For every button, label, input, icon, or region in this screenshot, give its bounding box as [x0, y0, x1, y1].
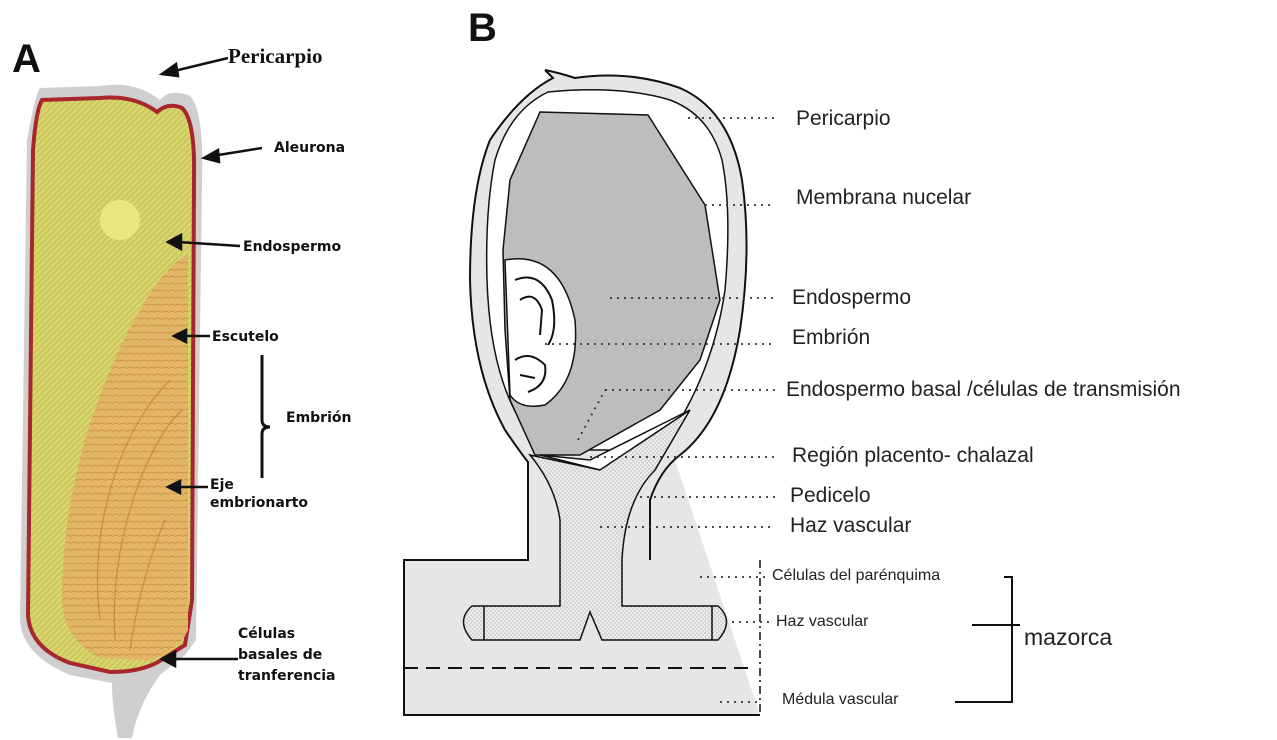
b-label-region: Región placento- chalazal	[792, 444, 1034, 468]
b-label-haz-vascular-2: Haz vascular	[776, 612, 868, 632]
b-label-endospermo: Endospermo	[792, 286, 911, 310]
b-label-pedicelo: Pedicelo	[790, 484, 871, 508]
a-label-celulas-1: Células	[238, 625, 295, 643]
a-label-embrion: Embrión	[286, 409, 351, 427]
endosperm-center	[100, 200, 140, 240]
a-label-escutelo: Escutelo	[212, 328, 279, 346]
b-label-mazorca: mazorca	[1024, 624, 1112, 651]
b-label-embrion: Embrión	[792, 326, 870, 350]
a-label-celulas-2: basales de	[238, 646, 322, 664]
b-label-membrana: Membrana nucelar	[796, 186, 971, 210]
a-label-endospermo: Endospermo	[243, 238, 341, 256]
a-label-eje-2: embrionarto	[210, 494, 308, 512]
a-label-celulas-3: tranferencia	[238, 667, 336, 685]
a-label-aleurona: Aleurona	[274, 139, 345, 157]
panel-a-letter: A	[12, 37, 41, 82]
a-label-eje-1: Eje	[210, 476, 234, 494]
b-label-haz-vascular-1: Haz vascular	[790, 514, 911, 538]
embryo-brace	[262, 355, 270, 478]
panel-b-letter: B	[468, 6, 497, 51]
b-label-medula: Médula vascular	[782, 690, 899, 710]
a-label-pericarpio: Pericarpio	[228, 44, 322, 69]
b-label-endospermo-basal: Endospermo basal /células de transmisión	[786, 378, 1181, 402]
b-label-parenquima: Células del parénquima	[772, 566, 940, 586]
mazorca-bracket	[955, 577, 1012, 702]
b-label-pericarpio: Pericarpio	[796, 107, 891, 131]
